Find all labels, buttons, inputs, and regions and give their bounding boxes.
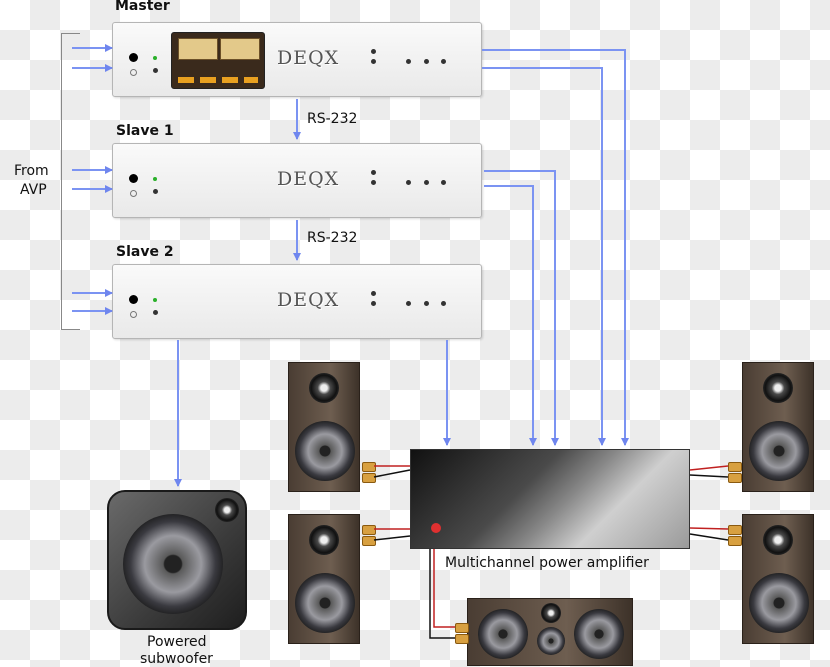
avp-bracket xyxy=(61,33,80,330)
vu-meter-left xyxy=(178,38,218,60)
speaker-terminal xyxy=(728,473,742,483)
speaker-terminal xyxy=(362,462,376,472)
woofer-icon xyxy=(123,514,223,614)
tweeter-icon xyxy=(763,525,793,555)
power-button xyxy=(129,174,138,183)
control-knob xyxy=(406,59,411,64)
control-knob xyxy=(406,180,411,185)
tweeter-icon xyxy=(309,373,339,403)
speaker-terminal xyxy=(455,634,469,644)
speaker-wire-black xyxy=(429,549,455,639)
speaker-wire-red xyxy=(433,549,455,628)
speaker-wire-black xyxy=(373,469,411,478)
speaker-wire-black xyxy=(689,533,729,541)
port-icon xyxy=(215,498,239,522)
input-knob xyxy=(153,68,158,73)
meter-button xyxy=(244,77,258,83)
source-label-from: From xyxy=(14,163,49,179)
speaker-wire-black xyxy=(689,474,729,478)
slave1-deqx-unit: DEQX xyxy=(112,143,482,218)
front-right-speaker xyxy=(742,362,814,492)
standby-indicator xyxy=(130,69,137,76)
rs232-label-master-slave1: RS-232 xyxy=(307,111,358,127)
source-label-avp: AVP xyxy=(20,182,47,198)
input-knob xyxy=(153,310,158,315)
slave2-deqx-unit: DEQX xyxy=(112,264,482,339)
midrange-icon xyxy=(537,627,565,655)
woofer-icon xyxy=(295,421,355,481)
deqx-logo: DEQX xyxy=(277,168,340,190)
master-label: Master xyxy=(115,0,170,14)
standby-indicator xyxy=(130,311,137,318)
control-knob xyxy=(371,49,376,54)
woofer-icon xyxy=(749,573,809,633)
standby-indicator xyxy=(130,190,137,197)
meter-button xyxy=(200,77,216,83)
status-led xyxy=(153,177,157,181)
master-deqx-unit: DEQX xyxy=(112,22,482,97)
front-left-speaker xyxy=(288,362,360,492)
speaker-wire-red xyxy=(689,527,729,530)
speaker-terminal xyxy=(362,536,376,546)
control-knob xyxy=(424,59,429,64)
control-knob xyxy=(441,180,446,185)
surround-left-speaker xyxy=(288,514,360,644)
control-knob xyxy=(441,301,446,306)
control-knob xyxy=(424,180,429,185)
woofer-icon xyxy=(295,573,355,633)
slave2-label: Slave 2 xyxy=(116,244,174,260)
speaker-terminal xyxy=(728,462,742,472)
speaker-terminal xyxy=(728,536,742,546)
speaker-terminal xyxy=(728,525,742,535)
master-output-line xyxy=(482,49,629,446)
status-led xyxy=(153,298,157,302)
tweeter-icon xyxy=(763,373,793,403)
rs232-label-slave1-slave2: RS-232 xyxy=(307,230,358,246)
slave1-output-line xyxy=(484,170,559,446)
slave1-label: Slave 1 xyxy=(116,123,174,139)
amplifier-power-led xyxy=(431,523,441,533)
tweeter-icon xyxy=(541,603,561,623)
input-knob xyxy=(153,189,158,194)
control-knob xyxy=(371,170,376,175)
speaker-terminal xyxy=(362,525,376,535)
slave1-output-line xyxy=(484,185,537,446)
meter-button xyxy=(222,77,238,83)
speaker-terminal xyxy=(362,473,376,483)
subwoofer-label-powered: Powered xyxy=(147,634,207,650)
surround-right-speaker xyxy=(742,514,814,644)
control-knob xyxy=(371,59,376,64)
power-button xyxy=(129,295,138,304)
woofer-icon xyxy=(478,609,528,659)
status-led xyxy=(153,56,157,60)
control-knob xyxy=(371,291,376,296)
woofer-icon xyxy=(574,609,624,659)
speaker-terminal xyxy=(455,623,469,633)
deqx-logo: DEQX xyxy=(277,289,340,311)
subwoofer-label-subwoofer: subwoofer xyxy=(140,651,213,667)
amplifier-label: Multichannel power amplifier xyxy=(445,555,649,571)
control-knob xyxy=(406,301,411,306)
woofer-icon xyxy=(749,421,809,481)
deqx-logo: DEQX xyxy=(277,47,340,69)
meter-button xyxy=(178,77,194,83)
control-knob xyxy=(424,301,429,306)
speaker-wire-black xyxy=(373,535,411,541)
control-knob xyxy=(371,180,376,185)
control-knob xyxy=(371,301,376,306)
multichannel-power-amplifier xyxy=(410,449,690,549)
vu-meter-right xyxy=(220,38,260,60)
power-button xyxy=(129,53,138,62)
speaker-wire-red xyxy=(689,465,729,471)
powered-subwoofer xyxy=(107,490,247,630)
vu-meter-panel xyxy=(171,32,265,89)
control-knob xyxy=(441,59,446,64)
master-output-line xyxy=(482,67,606,446)
tweeter-icon xyxy=(309,525,339,555)
center-speaker xyxy=(467,598,633,666)
